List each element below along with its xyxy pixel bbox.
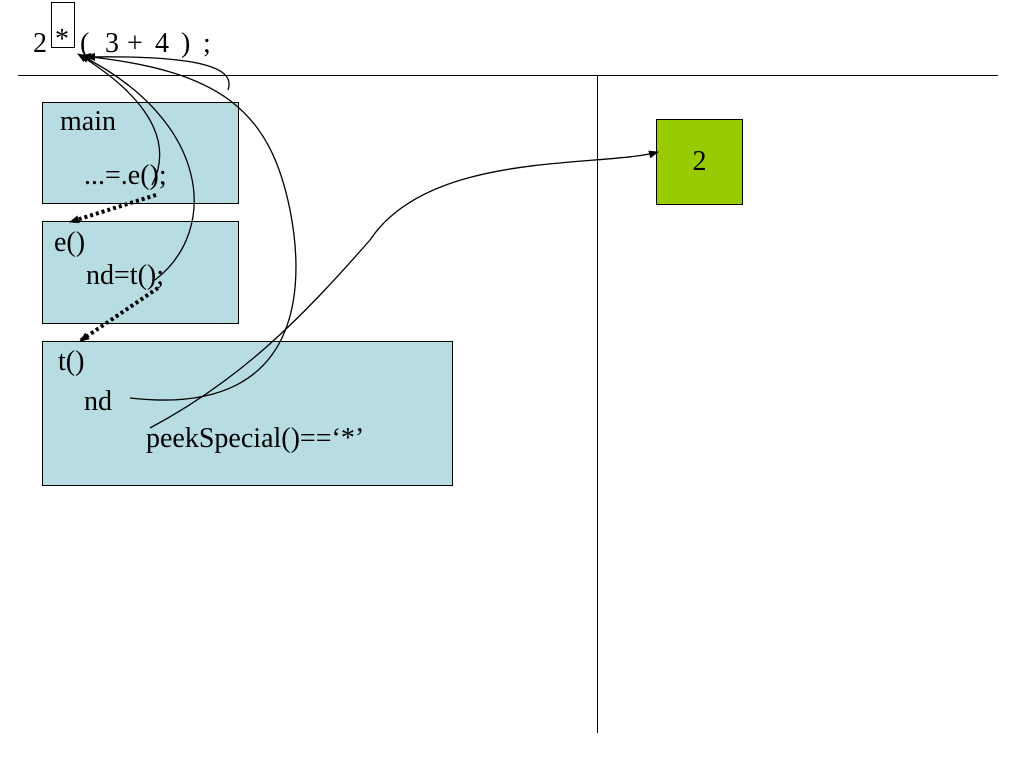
token-4: 4 — [155, 28, 169, 59]
token-plus: + — [127, 28, 143, 59]
token-2: 2 — [33, 28, 47, 59]
frame-e-code: nd=t(); — [86, 260, 164, 291]
token-semicolon: ; — [203, 28, 211, 59]
frame-main-label: main — [60, 106, 116, 137]
token-3: 3 — [105, 28, 119, 59]
frame-main-code: ...=.e(); — [84, 160, 167, 191]
frame-t-code: peekSpecial()==‘*’ — [146, 423, 365, 454]
horizontal-divider — [18, 75, 998, 76]
frame-e-label: e() — [54, 227, 86, 258]
current-token-box — [51, 2, 75, 48]
frame-t-label: t() — [58, 346, 85, 377]
tree-node: 2 — [656, 119, 743, 205]
frame-t-var: nd — [84, 386, 112, 417]
token-open-paren: ( — [80, 28, 90, 59]
tree-node-value: 2 — [692, 146, 707, 177]
token-arrow-from-peek — [85, 52, 230, 91]
token-close-paren: ) — [181, 28, 191, 59]
vertical-divider — [597, 76, 598, 733]
